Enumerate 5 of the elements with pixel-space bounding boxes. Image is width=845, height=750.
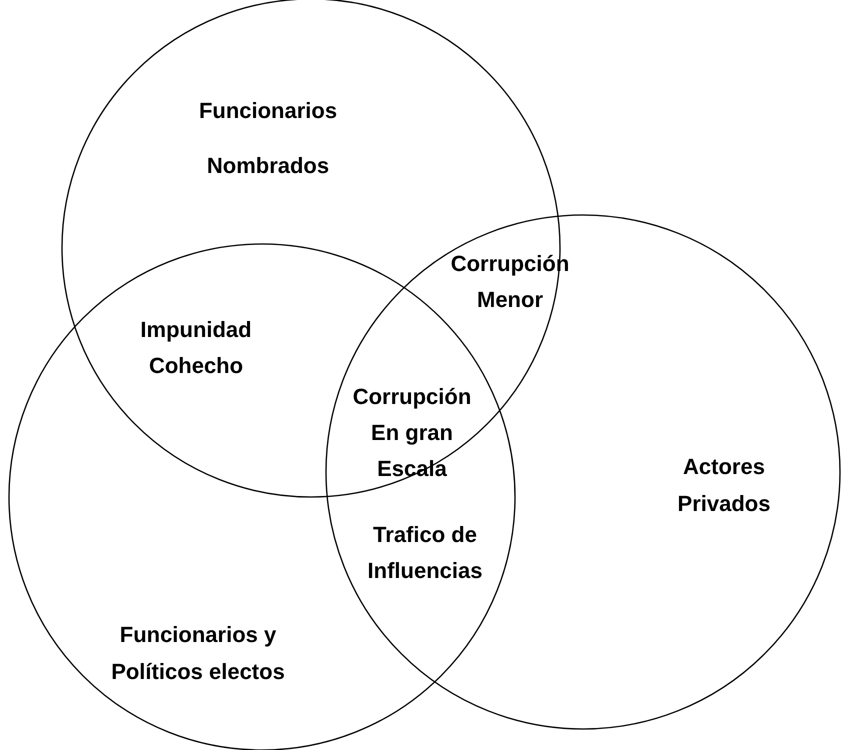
set-label: Funcionarios y Políticos electos [110,621,286,686]
set-label: Funcionarios Nombrados [198,97,338,180]
overlap-label: Trafico de Influencias [366,521,484,585]
set-label: Actores Privados [676,453,772,518]
overlap-label: Impunidad Cohecho [139,316,253,380]
